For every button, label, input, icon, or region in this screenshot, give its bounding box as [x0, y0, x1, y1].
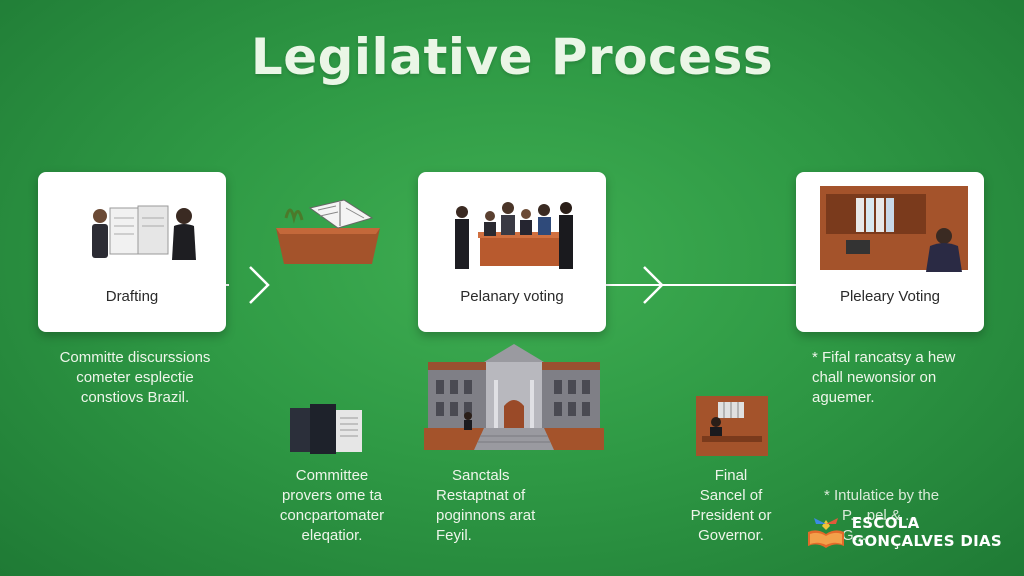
logo-text: ESCOLA GONÇALVES DIAS — [852, 514, 1002, 550]
voting-session-icon — [455, 202, 573, 269]
note-committee-discussions: Committe discurssions cometer esplectie … — [40, 348, 230, 408]
card-label: Pelanary voting — [460, 288, 564, 305]
government-building-icon — [424, 344, 604, 450]
note-line: Restaptnat of — [436, 487, 526, 504]
note-line: President or — [690, 507, 772, 524]
open-book-logo-icon — [807, 518, 844, 548]
note-line: Feyil. — [436, 527, 472, 544]
note-line: Sancel of — [699, 487, 763, 504]
books-icon — [290, 404, 362, 454]
note-line: P... pel & ... — [842, 507, 918, 524]
chevron-right-icon — [249, 266, 270, 304]
note-line: eleqatior. — [301, 527, 363, 544]
flow-connector-1 — [225, 284, 229, 286]
note-final-sancel: Final Sancel of President or Governor. — [666, 466, 796, 546]
small-office-icon — [696, 396, 768, 456]
note-intulatice: * Intulatice by the P... pel & ... G... — [824, 486, 1004, 546]
note-line: Committee — [295, 467, 369, 484]
note-line: provers ome ta — [281, 487, 383, 504]
note-line: constiovs Brazil. — [80, 389, 190, 406]
note-sanctials: Sanctals Restaptnat of poginnons arat Fe… — [436, 466, 566, 546]
note-line: poginnons arat — [436, 507, 536, 524]
page-title: Legilative Process — [250, 28, 774, 86]
note-line: Sanctals — [452, 467, 510, 484]
note-line: G... — [842, 527, 867, 544]
drafting-meeting-icon — [92, 205, 196, 260]
card-label: Pleleary Voting — [839, 288, 941, 305]
note-committee-provers: Committee provers ome ta concpartomater … — [262, 466, 402, 546]
note-line: Final — [714, 467, 748, 484]
note-line: cometer esplectie — [76, 369, 194, 386]
note-line: aguemer. — [812, 389, 875, 406]
note-line: chall newonsior on — [812, 369, 937, 386]
note-line: concpartomater — [279, 507, 385, 524]
note-line: * Intulatice by the — [824, 487, 940, 504]
note-line: Governor. — [698, 527, 764, 544]
chevron-right-icon — [643, 266, 664, 304]
step-card-pleleary-voting: Pleleary Voting — [796, 172, 984, 332]
flow-connector-2 — [605, 284, 796, 286]
school-logo: ESCOLA GONÇALVES DIAS — [806, 514, 1002, 550]
logo-line-2: GONÇALVES DIAS — [851, 532, 1002, 550]
note-line: Committe discurssions — [59, 349, 211, 366]
note-final-rancatsy: * Fifal rancatsy a hew chall newonsior o… — [812, 348, 1012, 408]
office-archive-icon — [820, 186, 968, 272]
logo-line-1: ESCOLA — [851, 514, 920, 532]
note-line: * Fifal rancatsy a hew — [812, 349, 956, 366]
step-card-drafting: Drafting — [38, 172, 226, 332]
card-label: Drafting — [105, 288, 159, 305]
step-card-pelanary-voting: Pelanary voting — [418, 172, 606, 332]
desk-book-icon — [276, 199, 380, 264]
